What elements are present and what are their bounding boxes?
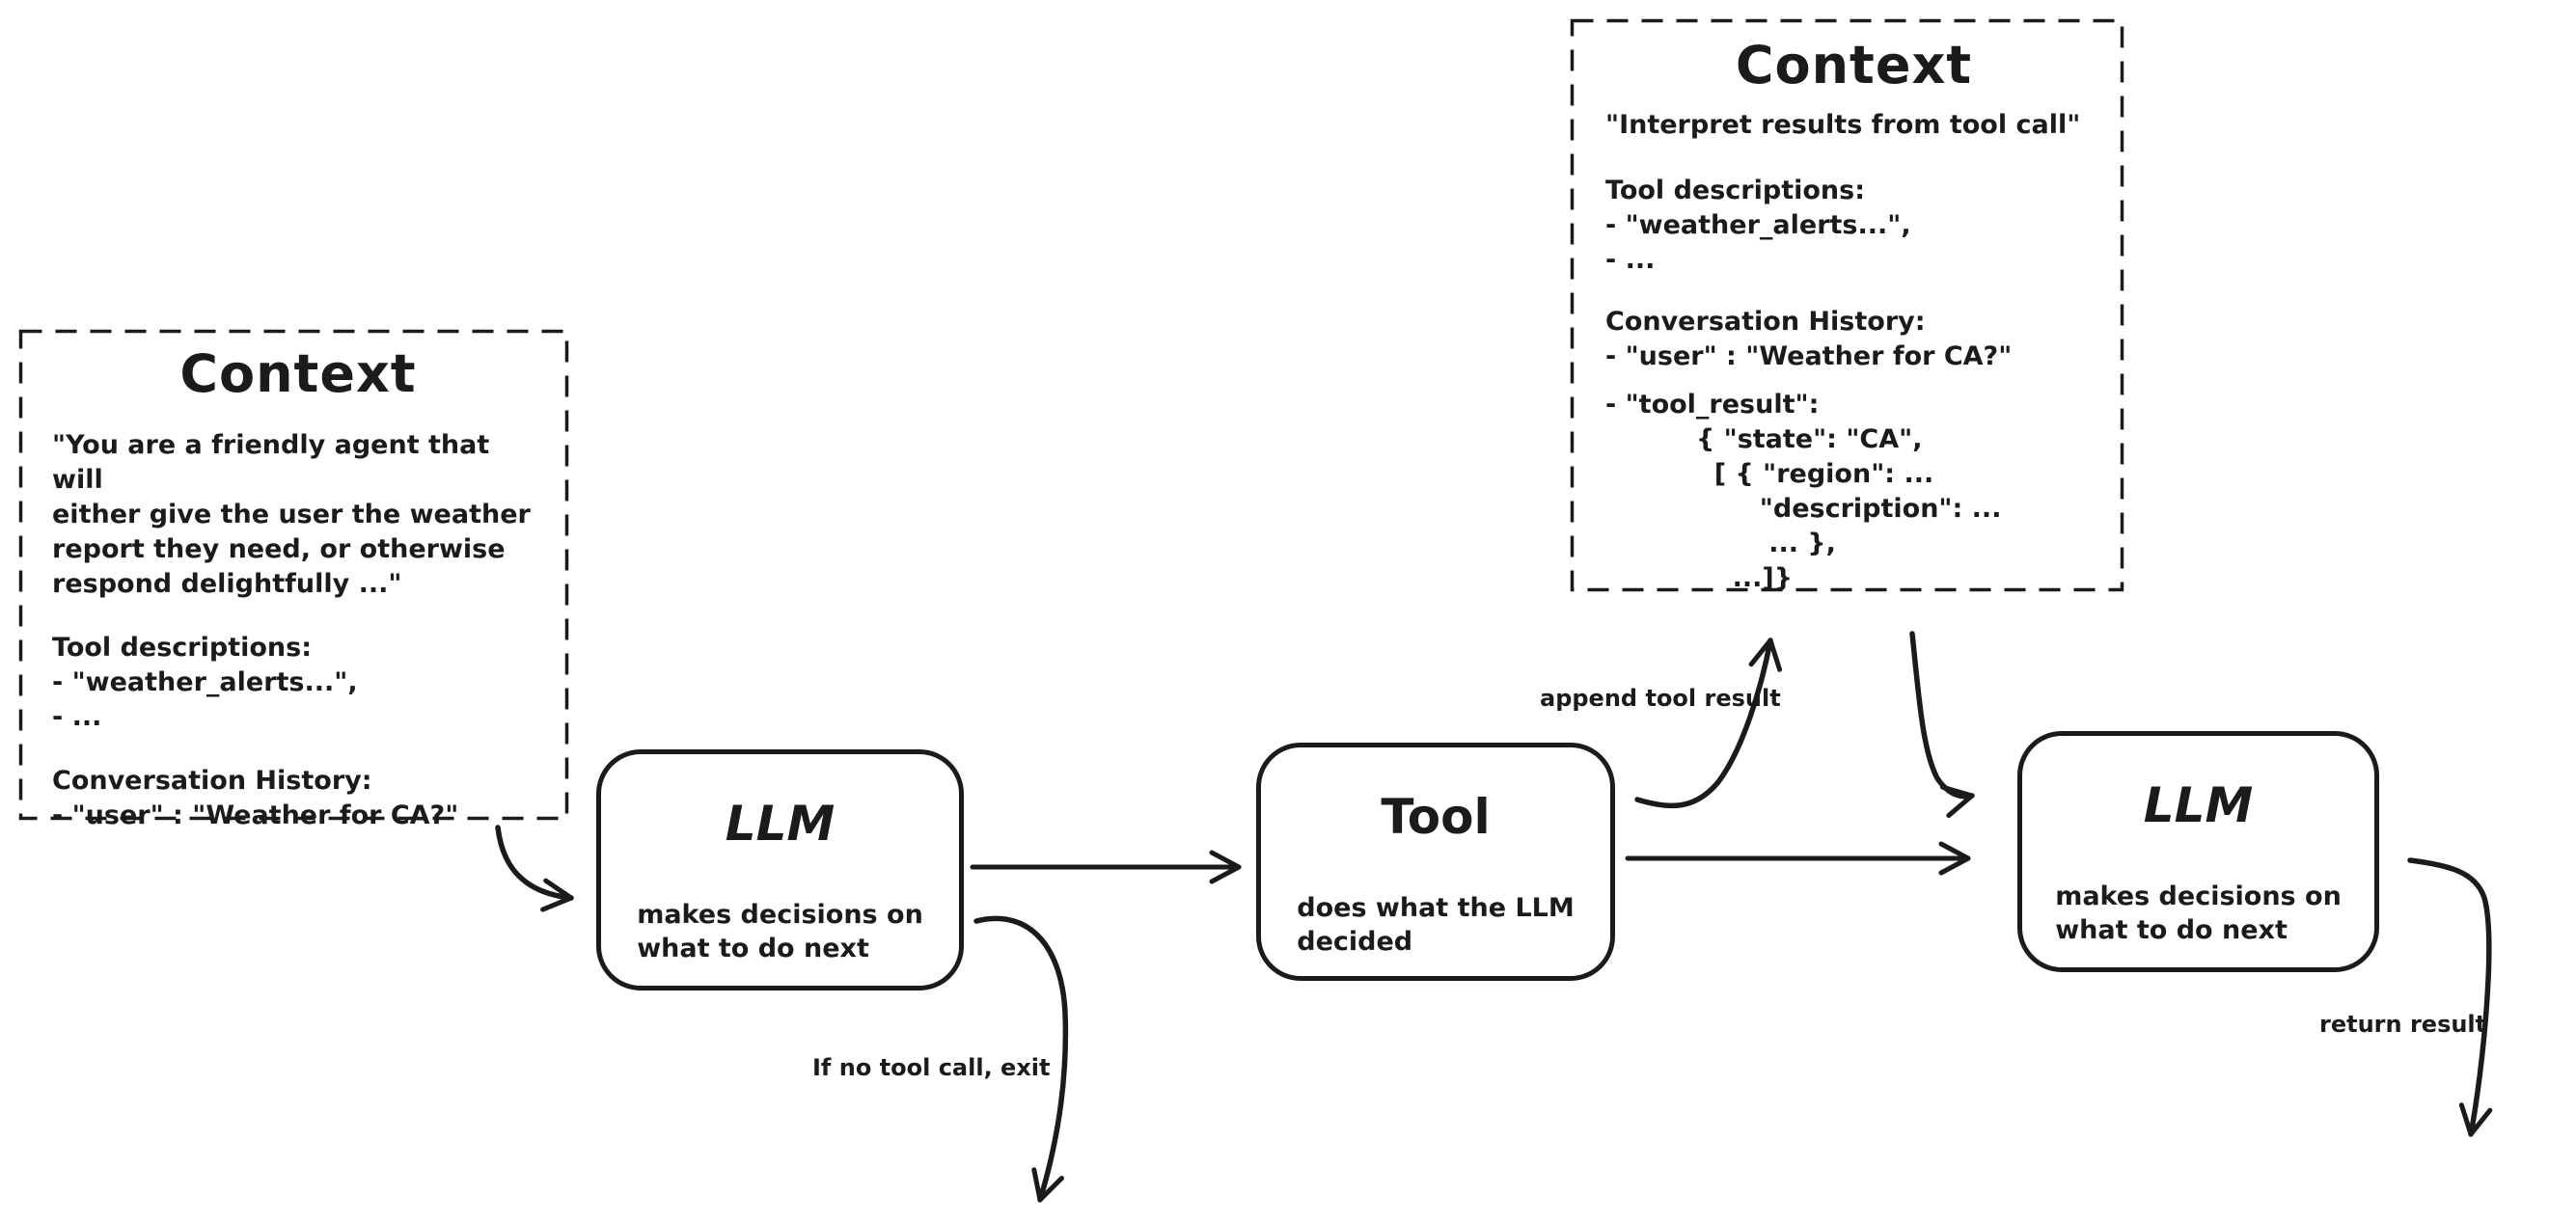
tool-result-block: - "tool_result": { "state": "CA", [ { "r… — [1605, 388, 2102, 596]
llm-node-second: LLM makes decisions on what to do next — [2017, 731, 2379, 972]
tool-description-item: - ... — [1605, 244, 1656, 275]
system-prompt-text: "Interpret results from tool call" — [1605, 109, 2081, 140]
arrow-tool-to-context-append — [1634, 638, 1783, 809]
conversation-history-item: - "user" : "Weather for CA?" — [52, 800, 459, 830]
conversation-history-item: - "user" : "Weather for CA?" — [1605, 340, 2013, 371]
context-initial-border — [18, 329, 569, 821]
edge-label-append-tool-result: append tool result — [1540, 685, 1781, 712]
context-tool-result-border — [1570, 18, 2124, 592]
conversation-history-heading: Conversation History: — [1605, 306, 1926, 337]
context-box-initial: Context "You are a friendly agent that w… — [19, 330, 569, 830]
llm-node-first: LLM makes decisions on what to do next — [596, 749, 964, 990]
arrow-context-to-llm2 — [1909, 631, 1975, 819]
llm-node-subtitle: makes decisions on what to do next — [2055, 882, 2342, 945]
tool-node-subtitle: does what the LLM decided — [1297, 893, 1575, 957]
tool-result-line: { "state": "CA", — [1605, 423, 1923, 454]
tool-result-line: [ { "region": ... — [1605, 458, 1934, 489]
tool-descriptions-heading: Tool descriptions: — [52, 632, 312, 663]
arrow-llm1-exit — [973, 915, 1069, 1203]
tool-node-title: Tool — [1381, 789, 1491, 845]
conversation-history-section: Conversation History: - "user" : "Weathe… — [52, 764, 544, 833]
tool-result-line: ... }, — [1605, 528, 1836, 558]
tool-descriptions-heading: Tool descriptions: — [1605, 175, 1865, 205]
context-box-tool-result: Context "Interpret results from tool cal… — [1571, 19, 2124, 593]
context-initial-title: Context — [179, 343, 417, 404]
context-tool-result-title: Context — [1735, 35, 1973, 95]
tool-descriptions-section: Tool descriptions: - "weather_alerts..."… — [52, 631, 544, 735]
edge-label-return-result: return result — [2319, 1011, 2487, 1038]
arrow-context-to-llm1 — [495, 825, 574, 912]
tool-result-line: "description": ... — [1605, 493, 2002, 524]
tool-description-item: - "weather_alerts...", — [1605, 209, 1911, 240]
llm-node-title: LLM — [2143, 777, 2254, 833]
conversation-history-heading: Conversation History: — [52, 765, 372, 796]
tool-node: Tool does what the LLM decided — [1256, 743, 1615, 981]
tool-description-item: - ... — [52, 701, 102, 732]
llm-node-subtitle: makes decisions on what to do next — [637, 900, 923, 963]
tool-descriptions-section: Tool descriptions: - "weather_alerts..."… — [1605, 174, 2102, 278]
tool-result-line: - "tool_result": — [1605, 389, 1820, 420]
llm-node-title: LLM — [725, 796, 836, 852]
arrow-llm2-return-result — [2407, 857, 2493, 1137]
system-prompt-text: "You are a friendly agent that will eith… — [52, 429, 531, 599]
tool-result-line: ...]} — [1605, 562, 1793, 593]
tool-description-item: - "weather_alerts...", — [52, 666, 358, 697]
conversation-history-section: Conversation History: - "user" : "Weathe… — [1605, 305, 2102, 374]
edge-label-no-tool-call-exit: If no tool call, exit — [812, 1054, 1051, 1081]
